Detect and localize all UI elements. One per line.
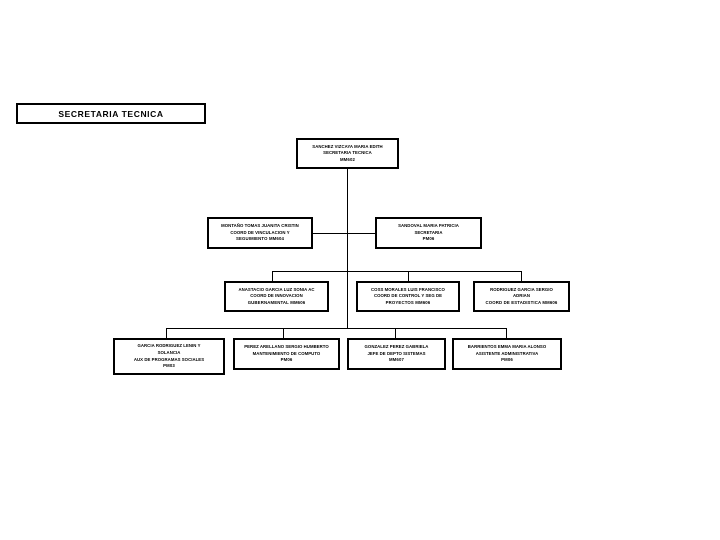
page-title: SECRETARIA TECNICA: [58, 108, 164, 119]
node-position: COORD DE CONTROL Y SEG DE: [373, 293, 443, 299]
node-position: MANTENIMIENTO DE COMPUTO: [252, 350, 321, 356]
connector-row3-drop-middle: [408, 271, 409, 281]
org-node-innovacion[interactable]: ANASTACIO GARCIA LUZ SONIA AC COORD DE I…: [224, 281, 329, 312]
connector-row3-bus: [272, 271, 522, 272]
node-position: ADRIAN: [512, 293, 530, 299]
node-position: SECRETARIA TECNICA: [323, 150, 372, 156]
node-position: ASISTENTE ADMINISTRATIVA: [475, 350, 539, 356]
connector-row4-drop-1: [166, 328, 167, 338]
node-person-name: ANASTACIO GARCIA LUZ SONIA AC: [238, 286, 315, 292]
node-position-cont: COORD DE ESTADISTICA MM606: [485, 299, 558, 305]
org-node-estadistica[interactable]: RODRIGUEZ GARCIA SERGIO ADRIAN COORD DE …: [473, 281, 570, 312]
node-person-name: GONZALEZ PEREZ GABRIELA: [364, 344, 429, 350]
node-grade: PM06: [422, 236, 435, 242]
node-position: JEFE DE DEPTO SISTEMAS: [367, 350, 426, 356]
node-person-name: PEREZ ARELLANO SERGIO HUMBERTO: [244, 344, 329, 350]
org-node-computo[interactable]: PEREZ ARELLANO SERGIO HUMBERTO MANTENIMI…: [233, 338, 340, 370]
org-node-asistente[interactable]: BARRIENTOS EMMA MARIA ALONSO ASISTENTE A…: [452, 338, 562, 370]
node-person-name: RODRIGUEZ GARCIA SERGIO: [490, 286, 553, 292]
org-node-secretaria[interactable]: SANDOVAL MARIA PATRICIA SECRETARIA PM06: [375, 217, 482, 249]
node-position: SOLANCIA: [157, 349, 181, 355]
chart-title-box: SECRETARIA TECNICA: [16, 103, 206, 124]
node-position-cont: PROYECTOS MM606: [385, 299, 431, 305]
node-person-name: BARRIENTOS EMMA MARIA ALONSO: [467, 344, 547, 350]
org-node-root[interactable]: SANCHEZ VIZCAYA MARIA EDITH SECRETARIA T…: [296, 138, 399, 169]
connector-row4-drop-3: [395, 328, 396, 338]
connector-root-spine: [347, 169, 348, 328]
org-node-sistemas[interactable]: GONZALEZ PEREZ GABRIELA JEFE DE DEPTO SI…: [347, 338, 446, 370]
connector-row2-horizontal: [313, 233, 375, 234]
node-person-name: SANCHEZ VIZCAYA MARIA EDITH: [312, 143, 383, 149]
org-node-vinculacion[interactable]: MONTAÑO TOMAS JUANITA CRISTIN COORD DE V…: [207, 217, 313, 249]
connector-row4-drop-2: [283, 328, 284, 338]
node-position-cont: AUX DE PROGRAMAS SOCIALES: [133, 356, 205, 362]
node-position-cont: PM06: [501, 357, 513, 363]
node-person-name: MONTAÑO TOMAS JUANITA CRISTIN: [221, 223, 299, 229]
org-node-proyectos[interactable]: COSS MORALES LUIS FRANCISCO COORD DE CON…: [356, 281, 460, 312]
connector-row4-drop-4: [506, 328, 507, 338]
node-person-name: GARCIA RODRIGUEZ LENIN Y: [137, 343, 201, 349]
node-position: COORD DE VINCULACION Y: [230, 229, 290, 235]
node-position-cont: SEGUIMIENTO MM604: [235, 236, 285, 242]
node-person-name: COSS MORALES LUIS FRANCISCO: [371, 286, 445, 292]
node-position-cont: GUBERNAMENTAL MM606: [247, 299, 306, 305]
node-position-cont: PM06: [280, 357, 293, 363]
connector-row3-drop-left: [272, 271, 273, 281]
node-grade: PM03: [163, 363, 175, 369]
node-grade: MM602: [339, 156, 356, 162]
connector-row4-bus: [166, 328, 506, 329]
connector-row3-drop-right: [521, 271, 522, 281]
node-position: SECRETARIA: [414, 229, 443, 235]
node-position-cont: MM607: [388, 357, 405, 363]
node-position: COORD DE INNOVACION: [250, 293, 303, 299]
node-person-name: SANDOVAL MARIA PATRICIA: [398, 223, 459, 229]
org-node-programas-sociales[interactable]: GARCIA RODRIGUEZ LENIN Y SOLANCIA AUX DE…: [113, 338, 225, 375]
